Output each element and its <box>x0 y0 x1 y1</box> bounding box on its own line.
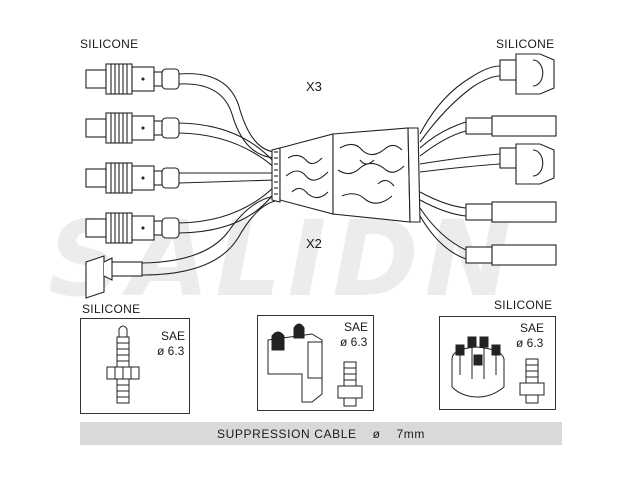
sae-spec-1: SAE ø 6.3 <box>157 329 185 359</box>
sae-diameter: ø 6.3 <box>516 336 544 350</box>
sae-label: SAE <box>344 320 369 334</box>
label-top-left: SILICONE <box>80 37 139 51</box>
terminal-box-spark-plug: SAE ø 6.3 <box>80 318 190 414</box>
footer-diameter-symbol: ø <box>372 426 381 441</box>
label-top-right: SILICONE <box>496 37 555 51</box>
multiplier-top: X3 <box>306 79 322 94</box>
label-bottom-right: SILICONE <box>494 298 553 312</box>
sae-label: SAE <box>520 321 545 335</box>
coil-connector-left <box>85 255 143 299</box>
distributor-connector-3 <box>499 143 555 185</box>
multiplier-bottom: X2 <box>306 236 322 251</box>
sae-diameter: ø 6.3 <box>340 335 368 349</box>
distributor-connector-1 <box>499 53 555 95</box>
sae-label: SAE <box>161 329 186 343</box>
spark-plug-connector-4 <box>85 212 180 244</box>
left-cables <box>141 73 276 276</box>
sae-diameter: ø 6.3 <box>157 344 185 358</box>
footer-diameter: 7mm <box>396 426 425 441</box>
spark-plug-terminal-icon <box>106 325 140 404</box>
footer-label: SUPPRESSION CABLE <box>217 426 357 441</box>
terminal-box-distributor: SAE ø 6.3 <box>439 316 556 410</box>
distributor-connector-2 <box>465 115 557 137</box>
distributor-connector-5 <box>465 244 557 266</box>
terminal-box-coil: SAE ø 6.3 <box>257 315 374 411</box>
sae-spec-3: SAE ø 6.3 <box>516 321 544 351</box>
cable-spec-footer: SUPPRESSION CABLE ø 7mm <box>80 422 562 445</box>
sae-spec-2: SAE ø 6.3 <box>340 320 368 350</box>
spark-plug-connector-1 <box>85 63 180 95</box>
label-bottom-left: SILICONE <box>82 302 141 316</box>
spark-plug-connector-3 <box>85 162 180 194</box>
cable-sleeve <box>271 127 421 223</box>
right-cables <box>419 65 501 260</box>
distributor-cap-terminal-icon <box>451 336 545 404</box>
spark-plug-connector-2 <box>85 112 180 144</box>
ignition-coil-terminal-icon <box>267 323 363 407</box>
distributor-connector-4 <box>465 201 557 223</box>
